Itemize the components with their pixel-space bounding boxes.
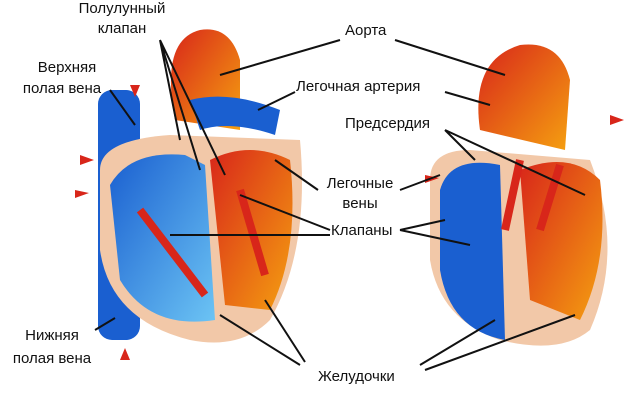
leader-lines <box>94 39 586 371</box>
label-superior-vena-cava-2: полая вена <box>23 80 102 97</box>
label-inferior-vena-cava-2: полая вена <box>13 350 92 367</box>
flow-arrow-right <box>136 207 209 298</box>
label-valves: Клапаны <box>331 222 392 239</box>
label-pulmonary-artery: Легочная артерия <box>296 78 420 95</box>
label-inferior-vena-cava-1: Нижняя <box>25 327 79 344</box>
pulmonary-artery-shape <box>190 96 280 135</box>
label-semilunar-valve-1: Полулунный <box>79 0 166 17</box>
label-superior-vena-cava-1: Верхняя <box>38 59 97 76</box>
right-heart-illustration <box>425 44 624 346</box>
label-semilunar-valve-2: клапан <box>98 20 147 37</box>
label-pulmonary-veins-2: вены <box>342 195 377 212</box>
label-pulmonary-veins-1: Легочные <box>327 175 394 192</box>
left-heart-illustration <box>75 29 302 360</box>
label-atria: Предсердия <box>345 115 430 132</box>
label-aorta: Аорта <box>345 22 387 39</box>
flow-arrow-left <box>236 188 269 277</box>
label-ventricles: Желудочки <box>318 368 395 385</box>
